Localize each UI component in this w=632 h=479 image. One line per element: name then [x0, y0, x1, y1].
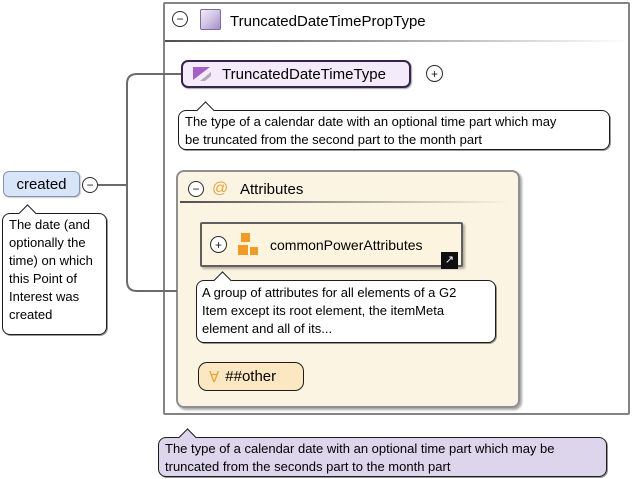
- created-collapse-button[interactable]: −: [82, 177, 98, 193]
- wildcard-label: ##other: [225, 368, 277, 385]
- base-type-box[interactable]: TruncatedDateTimeType: [181, 60, 411, 88]
- forall-icon: ∀: [209, 368, 220, 386]
- header-separator: [165, 40, 628, 42]
- complex-type-container: − TruncatedDateTimePropType TruncatedDat…: [163, 2, 630, 415]
- attributes-panel: − @ Attributes + commonPowerAttributes ↗: [176, 170, 520, 408]
- attribute-group-box[interactable]: + commonPowerAttributes ↗: [200, 222, 463, 269]
- base-type-annotation: The type of a calendar date with an opti…: [178, 100, 610, 150]
- minus-icon: −: [192, 182, 200, 196]
- attribute-group-label: commonPowerAttributes: [270, 236, 423, 253]
- complex-type-icon: [200, 9, 221, 30]
- base-type-expand-button[interactable]: +: [426, 65, 443, 82]
- container-annotation: The type of a calendar date with an opti…: [158, 427, 607, 477]
- annotation-text: Item except its root element, the itemMe…: [202, 303, 445, 318]
- annotation-text: be truncated from the second part to the…: [185, 132, 483, 147]
- element-created[interactable]: created: [3, 171, 80, 197]
- attributes-collapse-button[interactable]: −: [188, 181, 204, 197]
- plus-icon: +: [214, 237, 222, 252]
- minus-icon: −: [86, 178, 94, 192]
- annotation-text: The type of a calendar date with an opti…: [165, 441, 555, 456]
- annotation-text: The type of a calendar date with an opti…: [185, 114, 557, 129]
- container-collapse-button[interactable]: −: [172, 11, 188, 27]
- attribute-group-icon: [238, 232, 258, 255]
- attributes-title: Attributes: [240, 181, 304, 198]
- attribute-group-annotation: A group of attributes for all elements o…: [196, 270, 496, 343]
- attribute-group-expand-button[interactable]: +: [210, 236, 227, 253]
- annotation-text: Interest was: [9, 289, 80, 304]
- at-icon: @: [212, 180, 229, 197]
- annotation-text: time) on which: [9, 253, 93, 268]
- element-label: created: [16, 175, 67, 193]
- derived-type-icon: [193, 67, 211, 81]
- annotation-text: A group of attributes for all elements o…: [202, 285, 457, 300]
- wildcard-attribute-box[interactable]: ∀ ##other: [198, 362, 304, 391]
- annotation-text: optionally the: [9, 235, 86, 250]
- annotation-text: created: [9, 307, 53, 322]
- created-annotation: The date (and optionally the time) on wh…: [2, 203, 107, 335]
- plus-icon: +: [430, 66, 438, 81]
- complex-type-header: − TruncatedDateTimePropType: [165, 4, 628, 40]
- complex-type-title: TruncatedDateTimePropType: [230, 13, 426, 30]
- minus-icon: −: [176, 12, 184, 26]
- attributes-separator: [180, 201, 510, 203]
- annotation-text: truncated from the seconds part to the m…: [165, 459, 451, 474]
- annotation-text: element and all of its...: [202, 321, 333, 336]
- annotation-text: this Point of: [9, 271, 77, 286]
- open-in-new-icon[interactable]: ↗: [441, 252, 458, 269]
- base-type-label: TruncatedDateTimeType: [222, 65, 386, 83]
